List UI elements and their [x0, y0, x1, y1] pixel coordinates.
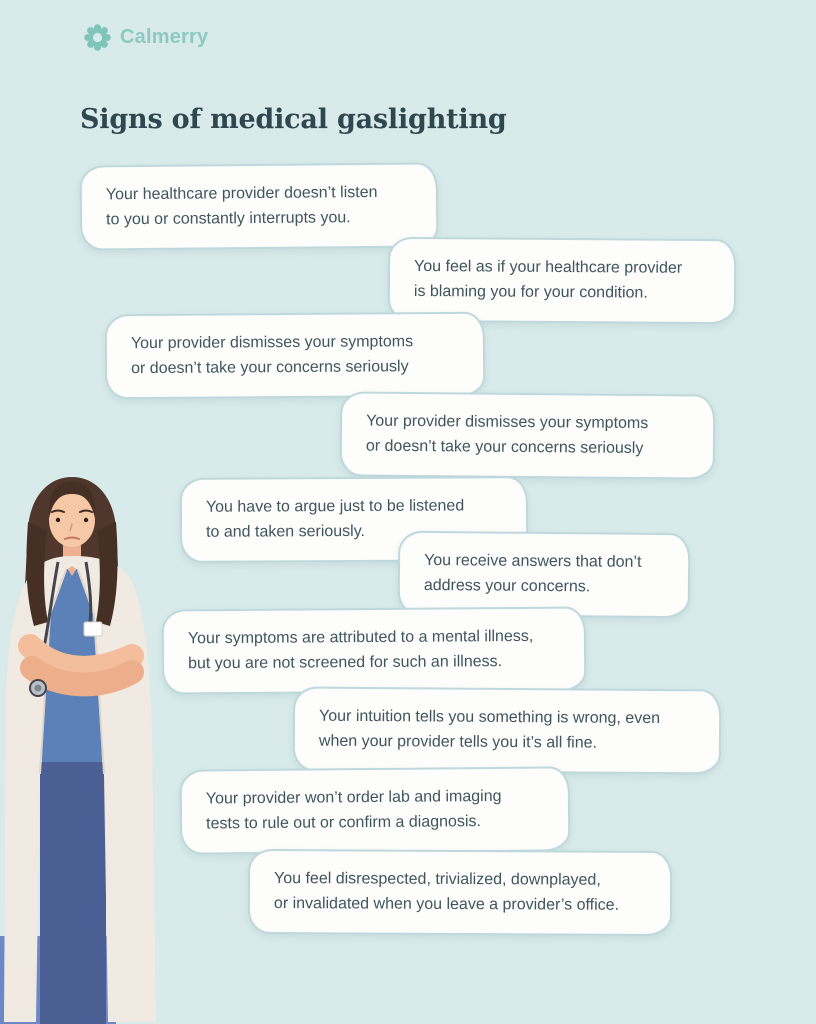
doctor-illustration [0, 477, 156, 1024]
gaslighting-sign-bubble: Your symptoms are attributed to a mental… [161, 606, 587, 695]
gaslighting-sign-bubble: Your provider won’t order lab and imagin… [179, 766, 571, 855]
gaslighting-sign-bubble: You feel as if your healthcare provider … [387, 236, 737, 324]
brand-name: Calmerry [120, 26, 209, 48]
gaslighting-sign-bubble: Your healthcare provider doesn’t listen … [79, 162, 439, 251]
gaslighting-sign-bubble: You receive answers that don’t address y… [397, 530, 691, 618]
gaslighting-sign-bubble: You feel disrespected, trivialized, down… [247, 848, 673, 936]
page-title: Signs of medical gaslighting [80, 104, 507, 136]
brand-logo: Calmerry [84, 24, 208, 51]
gaslighting-sign-bubble: Your provider dismisses your symptoms or… [339, 391, 716, 480]
gaslighting-sign-bubble: Your intuition tells you something is wr… [292, 686, 722, 775]
gaslighting-sign-bubble: Your provider dismisses your symptoms or… [104, 311, 486, 399]
gear-flower-icon [84, 24, 111, 51]
